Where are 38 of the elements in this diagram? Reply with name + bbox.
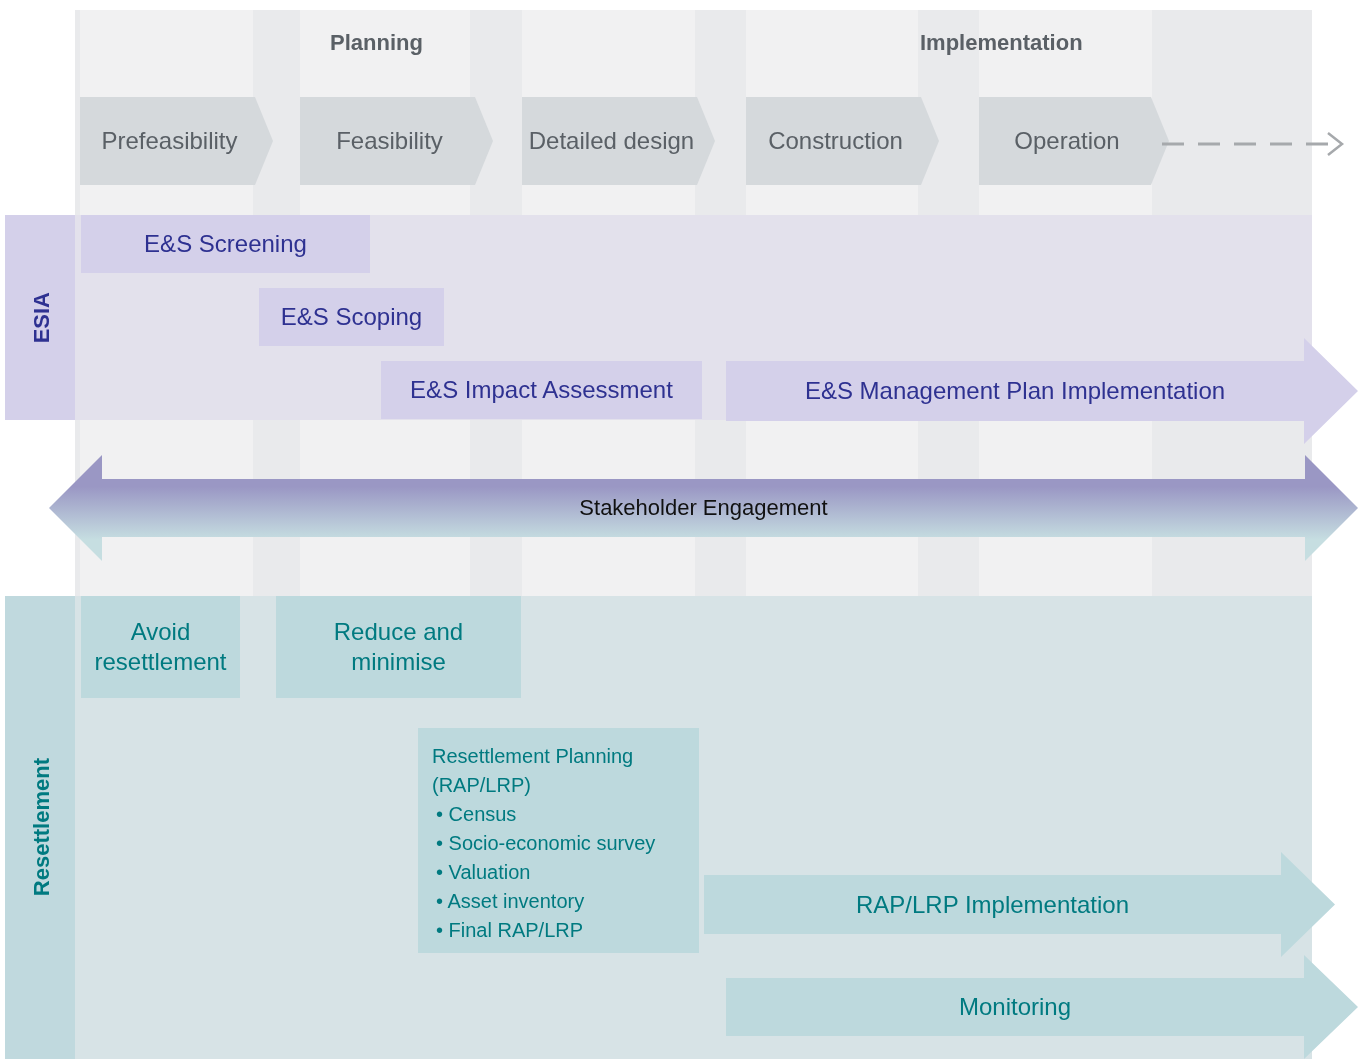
node-label: E&S Impact Assessment <box>410 375 673 405</box>
activity-box <box>81 596 240 698</box>
node-label: Feasibility <box>335 126 444 156</box>
node-label: Reduce and minimise <box>332 617 465 677</box>
node-label: Monitoring <box>958 992 1072 1022</box>
phase-box <box>746 97 939 185</box>
activity-banner <box>726 338 1358 444</box>
activity-box <box>276 596 521 698</box>
activity-box <box>381 361 702 419</box>
activity-banner <box>704 852 1335 957</box>
activity-heading: Resettlement Planning (RAP/LRP) <box>432 744 635 798</box>
bullet-item: • Valuation <box>436 860 532 885</box>
phase-heading: Planning <box>330 30 423 56</box>
node-label: Avoid resettlement <box>93 617 228 677</box>
activity-box <box>81 215 370 273</box>
node-label: E&S Screening <box>144 229 307 259</box>
phase-box <box>522 97 715 185</box>
bullet-item: • Asset inventory <box>436 889 586 914</box>
phase-box <box>979 97 1169 185</box>
node-label: RAP/LRP Implementation <box>856 889 1129 920</box>
node-label: Operation <box>1013 126 1121 156</box>
lane-label: ESIA <box>29 291 55 344</box>
activity-box <box>418 728 699 953</box>
node-label: E&S Management Plan Implementation <box>804 376 1226 406</box>
engagement-banner <box>49 455 1358 561</box>
bullet-item: • Socio-economic survey <box>436 831 656 856</box>
phase-box <box>80 97 273 185</box>
node-label: Prefeasibility <box>100 126 239 156</box>
lane-label: Resettlement <box>29 758 55 897</box>
phase-box <box>300 97 493 185</box>
node-label: Detailed design <box>527 126 696 156</box>
bullet-item: • Final RAP/LRP <box>436 918 585 943</box>
node-label: Construction <box>767 126 904 156</box>
node-label: Stakeholder Engagement <box>579 494 828 522</box>
activity-banner <box>726 955 1358 1059</box>
phase-heading: Implementation <box>920 30 1083 56</box>
node-label: E&S Scoping <box>280 302 423 332</box>
bullet-item: • Census <box>436 802 518 827</box>
